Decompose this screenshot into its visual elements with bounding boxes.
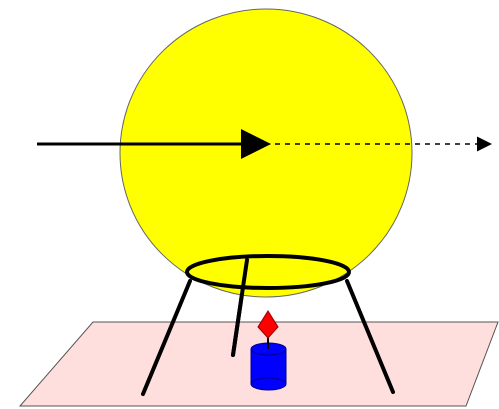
tripod-ring — [185, 254, 351, 290]
tripod-leg-left — [141, 279, 192, 396]
yellow-sphere — [119, 8, 413, 298]
candle — [250, 337, 287, 391]
tripod-leg-right — [345, 279, 395, 394]
flame — [257, 310, 279, 339]
candle-bottom — [250, 377, 287, 391]
tripod-leg-back-visible — [231, 258, 249, 357]
